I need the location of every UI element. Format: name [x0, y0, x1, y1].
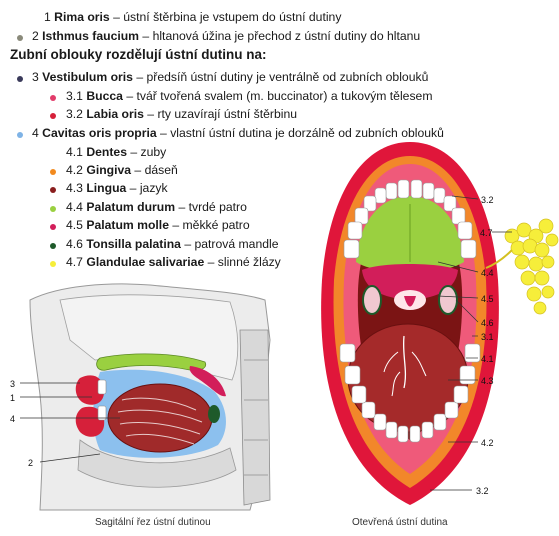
sagittal-label-4: 4 — [10, 414, 15, 424]
mouth-label-4-6: 4.6 — [481, 318, 494, 328]
tonsil-right — [439, 286, 457, 314]
mouth-label-4-2: 4.2 — [481, 438, 494, 448]
mouth-label-4-4: 4.4 — [481, 268, 494, 278]
tonsil — [208, 405, 220, 423]
mouth-label-4-3: 4.3 — [481, 376, 494, 386]
open-mouth-caption: Otevřená ústní dutina — [352, 517, 448, 528]
sagittal-label-3: 3 — [10, 379, 15, 389]
salivary-gland — [505, 219, 558, 314]
mouth-label-4-7: 4.7 — [480, 228, 493, 238]
sagittal-label-2: 2 — [28, 458, 33, 468]
sagittal-section: 3 1 4 2 — [10, 284, 270, 510]
sagittal-label-1: 1 — [10, 393, 15, 403]
sagittal-caption: Sagitální řez ústní dutinou — [95, 517, 211, 528]
tongue — [108, 384, 212, 452]
mouth-label-4-5: 4.5 — [481, 294, 494, 304]
spine — [240, 330, 270, 505]
tonsil-left — [363, 286, 381, 314]
mouth-label-3-2-bottom: 3.2 — [476, 486, 489, 496]
mouth-label-3-2-top: 3.2 — [481, 195, 494, 205]
mouth-label-3-1: 3.1 — [481, 332, 494, 342]
open-mouth: 3.2 4.7 4.4 4.5 4.6 3.1 4.1 4.3 4.2 3.2 — [321, 142, 558, 505]
mouth-label-4-1: 4.1 — [481, 354, 494, 364]
